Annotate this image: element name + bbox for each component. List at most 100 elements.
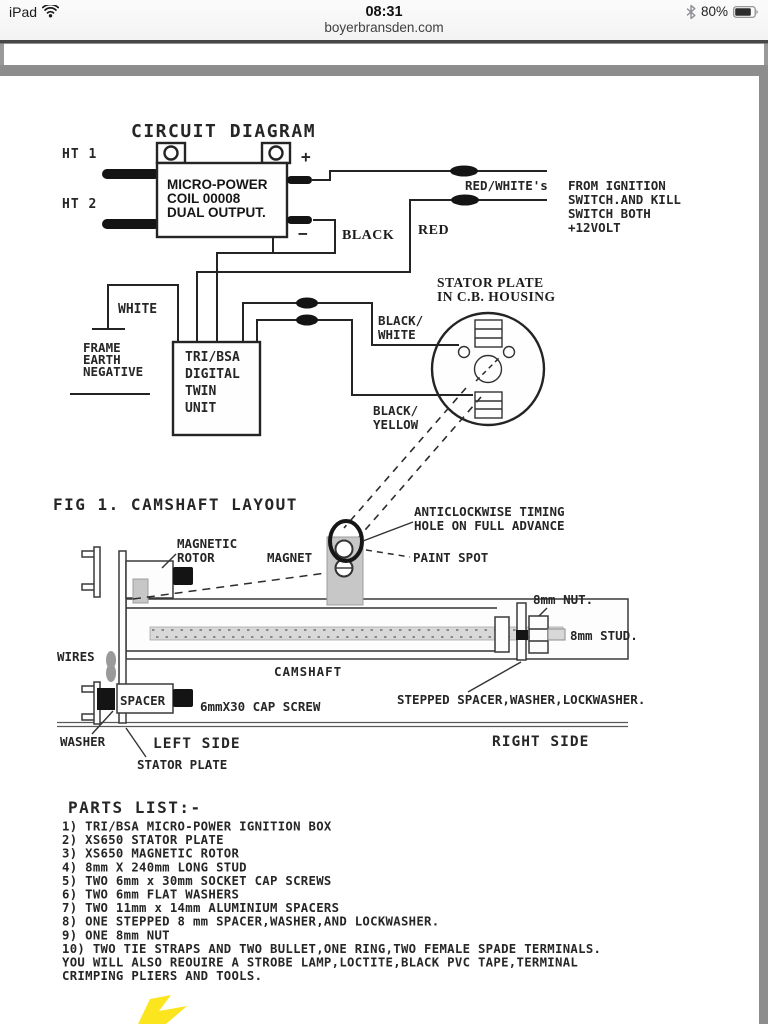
coil: MICRO-POWER COIL 00008 DUAL OUTPUT. <box>155 141 312 239</box>
timing-hole-circle <box>328 519 364 563</box>
unit-line-3: TWIN <box>185 384 216 399</box>
left-side-parts <box>81 546 193 725</box>
washer-label: WASHER <box>60 734 106 749</box>
magnet-assembly <box>326 519 364 606</box>
white-label: WHITE <box>118 302 157 317</box>
stud-label: 8mm STUD. <box>570 628 638 643</box>
wires-label: WIRES <box>57 649 95 664</box>
stator-label-2: IN C.B. HOUSING <box>437 289 556 304</box>
status-right: 80% <box>686 4 759 19</box>
pointer-lines <box>91 521 548 758</box>
lightning-logo <box>138 995 187 1024</box>
nut-label: 8mm NUT. <box>533 592 593 607</box>
coil-line-3: DUAL OUTPUT. <box>167 205 266 220</box>
stator-label-1: STATOR PLATE <box>437 275 544 290</box>
parts-item: 3) XS650 MAGNETIC ROTOR <box>62 847 239 861</box>
scan-edges <box>0 40 768 1024</box>
status-bar: iPad 08:31 80% <box>0 0 768 40</box>
parts-item: 7) TWO 11mm x 14mm ALUMINIUM SPACERS <box>62 901 339 915</box>
wifi-icon <box>42 5 60 18</box>
cap-screw-top <box>173 567 193 585</box>
paint-spot-label: PAINT SPOT <box>413 550 488 565</box>
stator-plate-label: STATOR PLATE <box>137 757 227 772</box>
magnetic-rotor-1: MAGNETIC <box>177 536 237 551</box>
parts-list: PARTS LIST:- 1) TRI/BSA MICRO-POWER IGNI… <box>62 798 601 983</box>
left-side-label: LEFT SIDE <box>153 736 241 752</box>
ht1-lead <box>102 169 160 179</box>
ignition-note-4: +12VOLT <box>568 220 621 235</box>
ignition-note-1: FROM IGNITION <box>568 178 666 193</box>
black-label: BLACK <box>342 228 394 243</box>
plus-sign: + <box>301 147 311 166</box>
camshaft-label: CAMSHAFT <box>274 664 342 679</box>
minus-sign: − <box>298 224 308 243</box>
magnet-label: MAGNET <box>267 550 312 565</box>
wire-exit-2 <box>106 664 116 682</box>
stepped-spacer-label: STEPPED SPACER,WASHER,LOCKWASHER. <box>397 692 645 707</box>
stator-plate-circle <box>430 311 546 427</box>
wire-exit-1 <box>106 651 116 669</box>
unit-line-1: TRI/BSA <box>185 350 240 365</box>
battery-percent: 80% <box>700 4 728 19</box>
parts-item: 5) TWO 6mm x 30mm SOCKET CAP SCREWS <box>62 874 332 888</box>
nut-8mm <box>528 615 549 654</box>
url-bar[interactable]: boyerbransden.com <box>324 20 444 35</box>
bench-line <box>57 721 628 728</box>
fig1-camshaft-layout: FIG 1. CAMSHAFT LAYOUT <box>53 495 645 772</box>
earth-line-2: EARTH <box>83 352 121 367</box>
parts-item: 10) TWO TIE STRAPS AND TWO BULLET,ONE RI… <box>62 942 601 956</box>
unit-line-2: DIGITAL <box>185 367 240 382</box>
earth-line-1: FRAME <box>83 340 121 355</box>
ht1-label: HT 1 <box>62 147 97 162</box>
timing-note-1: ANTICLOCKWISE TIMING <box>414 504 565 519</box>
coil-line-2: COIL 00008 <box>167 191 241 206</box>
cap-screw-bottom <box>173 689 193 707</box>
magnetic-rotor-2: ROTOR <box>177 550 215 565</box>
circuit-title: CIRCUIT DIAGRAM <box>131 121 316 142</box>
cap-screw-label: 6mmX30 CAP SCREW <box>200 699 321 714</box>
ht2-label: HT 2 <box>62 197 97 212</box>
parts-item: 2) XS650 STATOR PLATE <box>62 833 224 847</box>
shaft-assembly <box>125 598 629 661</box>
status-row: iPad 08:31 80% <box>0 3 768 20</box>
parts-title: PARTS LIST:- <box>68 798 202 817</box>
bluetooth-icon <box>686 4 696 19</box>
spacer-label: SPACER <box>120 693 166 708</box>
clock: 08:31 <box>365 3 403 20</box>
parts-item: 4) 8mm X 240mm LONG STUD <box>62 860 247 874</box>
parts-item: 8) ONE STEPPED 8 mm SPACER,WASHER,AND LO… <box>62 915 439 929</box>
ht2-lead <box>102 219 160 229</box>
parts-item: 6) TWO 6mm FLAT WASHERS <box>62 888 239 902</box>
stator-plate-edge <box>118 550 127 724</box>
ignition-note-2: SWITCH.AND KILL <box>568 192 681 207</box>
unit-line-4: UNIT <box>185 401 216 416</box>
circuit-diagram: CIRCUIT DIAGRAM HT 1 HT 2 <box>62 121 681 538</box>
parts-footer-2: CRIMPING PLIERS AND TOOLS. <box>62 969 262 983</box>
timing-guide-line-2 <box>358 396 482 538</box>
document-scan: CIRCUIT DIAGRAM HT 1 HT 2 <box>0 40 768 1024</box>
status-left: iPad <box>9 3 60 20</box>
earth-line-3: NEGATIVE <box>83 364 143 379</box>
parts-footer-1: YOU WILL ALSO REOUIRE A STROBE LAMP,LOCT… <box>62 956 578 970</box>
device-label: iPad <box>9 3 38 20</box>
battery-icon <box>733 5 758 18</box>
ignition-note-3: SWITCH BOTH <box>568 206 651 221</box>
stator-internals <box>457 319 516 419</box>
washer-part <box>97 688 115 710</box>
digital-unit: TRI/BSA DIGITAL TWIN UNIT <box>171 340 262 437</box>
black-yellow-2: YELLOW <box>373 417 419 432</box>
stator-wires <box>242 302 473 396</box>
coil-line-1: MICRO-POWER <box>167 177 268 192</box>
stud-end <box>547 628 566 641</box>
spacer-block <box>116 683 174 714</box>
unit-box <box>171 340 262 437</box>
bullet-connectors <box>296 165 479 326</box>
timing-guide-line-1 <box>343 387 467 529</box>
black-yellow-1: BLACK/ <box>373 403 418 418</box>
coil-box <box>155 161 289 239</box>
timing-note-2: HOLE ON FULL ADVANCE <box>414 518 565 533</box>
black-white-2: WHITE <box>378 327 416 342</box>
red-whites-label: RED/WHITE's <box>465 178 548 193</box>
black-white-1: BLACK/ <box>378 313 423 328</box>
